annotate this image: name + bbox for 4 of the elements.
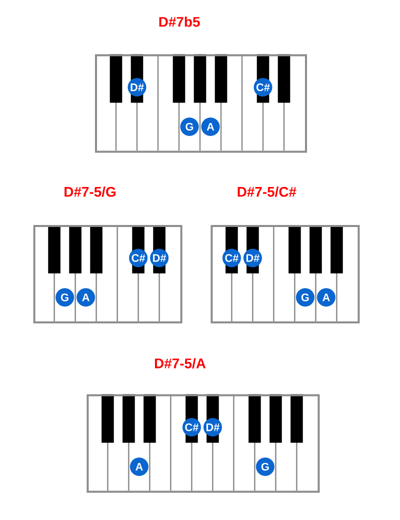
chord-name: D#7-5/C#: [238, 186, 296, 197]
chord-name: D#7-5/A: [154, 358, 206, 368]
chord-name: D#7-5/G: [64, 186, 116, 197]
chord-name: D#7b5: [159, 16, 200, 27]
